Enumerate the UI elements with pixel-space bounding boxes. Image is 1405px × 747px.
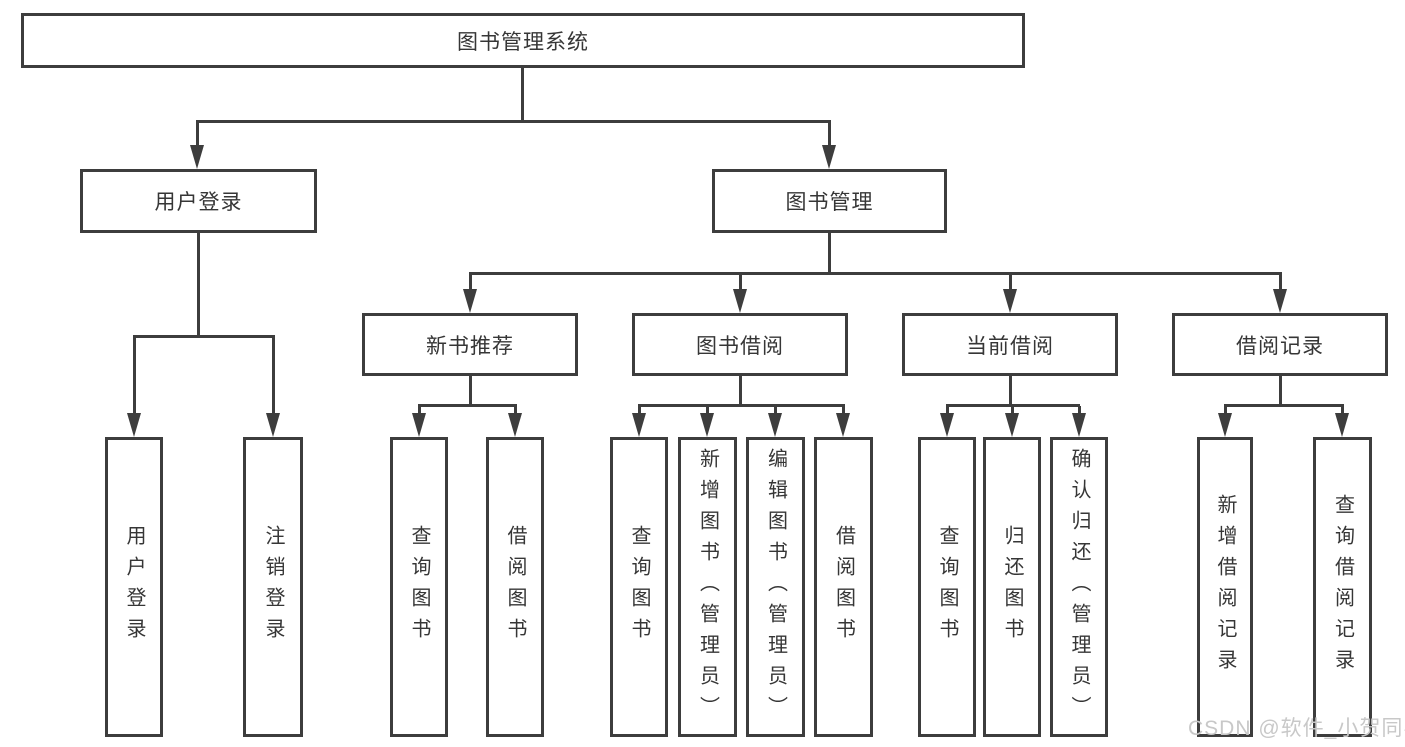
connector-line: [842, 406, 845, 415]
leaf-query-books-current: 查询图书: [918, 437, 976, 737]
node-new-book-recommend: 新书推荐: [362, 313, 578, 376]
leaf-label: 归还图书: [1001, 525, 1023, 649]
arrow-down-icon: [463, 289, 477, 313]
leaf-label: 编辑图书（管理员）: [764, 447, 787, 727]
connector-line: [946, 404, 1080, 407]
connector-line: [774, 406, 777, 415]
node-label: 新书推荐: [426, 334, 514, 358]
connector-line: [739, 376, 742, 406]
leaf-edit-book-admin: 编辑图书（管理员）: [746, 437, 805, 737]
leaf-confirm-return-admin: 确认归还（管理员）: [1050, 437, 1108, 737]
node-label: 图书管理: [785, 191, 874, 214]
leaf-logout-login: 注销登录: [243, 437, 303, 737]
leaf-borrow-books: 借阅图书: [814, 437, 873, 737]
leaf-label: 确认归还（管理员）: [1068, 447, 1090, 727]
arrow-down-icon: [1218, 413, 1232, 437]
leaf-label: 借阅图书: [832, 525, 855, 649]
connector-line: [521, 68, 524, 123]
leaf-query-books-borrow: 查询图书: [610, 437, 668, 737]
connector-line: [638, 406, 641, 415]
leaf-return-book: 归还图书: [983, 437, 1041, 737]
arrow-down-icon: [822, 145, 836, 169]
leaf-query-borrow-record: 查询借阅记录: [1313, 437, 1372, 737]
arrow-down-icon: [1072, 413, 1086, 437]
arrow-down-icon: [1003, 289, 1017, 313]
node-label: 借阅记录: [1236, 334, 1324, 358]
leaf-label: 查询图书: [628, 525, 650, 649]
connector-line: [1341, 406, 1344, 415]
connector-line: [1279, 376, 1282, 406]
connector-line: [133, 337, 136, 414]
leaf-label: 查询借阅记录: [1331, 494, 1354, 680]
connector-line: [418, 404, 517, 407]
node-root: 图书管理系统: [21, 13, 1025, 68]
node-book-borrow: 图书借阅: [632, 313, 848, 376]
connector-line: [1224, 404, 1344, 407]
connector-line: [1011, 406, 1014, 415]
connector-line: [706, 406, 709, 415]
connector-line: [1224, 406, 1227, 415]
leaf-label: 新增借阅记录: [1214, 494, 1236, 680]
node-borrow-records: 借阅记录: [1172, 313, 1388, 376]
arrow-down-icon: [700, 413, 714, 437]
watermark-text: CSDN @软件_小贺同学: [1188, 717, 1405, 740]
connector-line: [739, 274, 742, 290]
arrow-down-icon: [412, 413, 426, 437]
leaf-label: 借阅图书: [504, 525, 526, 649]
connector-line: [469, 376, 472, 406]
node-label: 当前借阅: [966, 334, 1054, 358]
connector-line: [638, 404, 845, 407]
arrow-down-icon: [1335, 413, 1349, 437]
arrow-down-icon: [508, 413, 522, 437]
leaf-query-books-recommend: 查询图书: [390, 437, 448, 737]
arrow-down-icon: [266, 413, 280, 437]
node-label: 图书借阅: [696, 334, 784, 358]
connector-line: [272, 337, 275, 414]
leaf-borrow-books-recommend: 借阅图书: [486, 437, 544, 737]
connector-line: [133, 335, 275, 338]
connector-line: [828, 122, 831, 146]
connector-line: [197, 233, 200, 337]
node-current-borrow: 当前借阅: [902, 313, 1118, 376]
leaf-label: 新增图书（管理员）: [696, 447, 719, 727]
leaf-add-borrow-record: 新增借阅记录: [1197, 437, 1253, 737]
arrow-down-icon: [836, 413, 850, 437]
connector-line: [196, 120, 831, 123]
connector-line: [828, 233, 831, 274]
node-book-management: 图书管理: [712, 169, 947, 233]
connector-line: [946, 406, 949, 415]
connector-line: [1009, 274, 1012, 290]
connector-line: [514, 406, 517, 415]
connector-line: [196, 122, 199, 146]
leaf-label: 注销登录: [262, 525, 284, 649]
arrow-down-icon: [733, 289, 747, 313]
arrow-down-icon: [190, 145, 204, 169]
connector-line: [469, 272, 1282, 275]
arrow-down-icon: [1005, 413, 1019, 437]
connector-line: [1078, 406, 1081, 415]
connector-line: [1009, 376, 1012, 406]
arrow-down-icon: [127, 413, 141, 437]
connector-line: [1279, 274, 1282, 290]
leaf-label: 用户登录: [123, 525, 145, 649]
node-label: 用户登录: [154, 191, 243, 214]
leaf-label: 查询图书: [936, 525, 958, 649]
leaf-label: 查询图书: [408, 525, 430, 649]
node-label: 图书管理系统: [457, 30, 589, 54]
leaf-add-book-admin: 新增图书（管理员）: [678, 437, 737, 737]
leaf-user-login: 用户登录: [105, 437, 163, 737]
connector-line: [469, 274, 472, 290]
arrow-down-icon: [632, 413, 646, 437]
arrow-down-icon: [768, 413, 782, 437]
node-user-login: 用户登录: [80, 169, 317, 233]
connector-line: [418, 406, 421, 415]
arrow-down-icon: [940, 413, 954, 437]
arrow-down-icon: [1273, 289, 1287, 313]
